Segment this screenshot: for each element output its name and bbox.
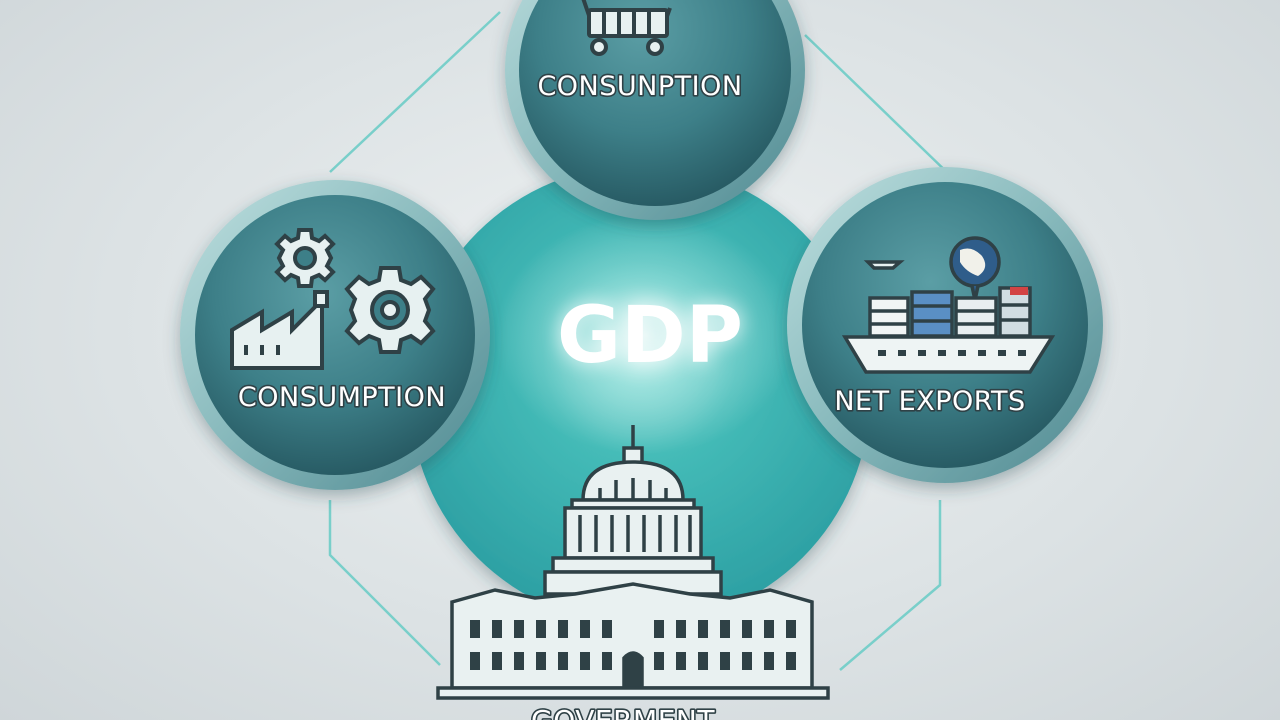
connector-left-bottom [328, 500, 441, 666]
connector-lines [328, 11, 956, 671]
gdp-center-circle: GDP [410, 165, 870, 625]
connector-top-left [329, 11, 501, 173]
capitol-building-icon [436, 425, 830, 700]
cargo-ship-icon [841, 236, 1056, 374]
factory-gears-icon [230, 228, 436, 370]
factory-icon [230, 295, 324, 370]
small-gear-icon [274, 228, 336, 288]
shopping-cart-icon [570, 0, 672, 56]
ship-hull [841, 335, 1056, 374]
globe-icon [949, 236, 1001, 301]
gdp-label: GDP [557, 291, 743, 381]
capitol-door [622, 651, 644, 690]
node-top-label: CONSUNPTION [537, 71, 742, 102]
node-bottom-label: GOVERMENT [531, 704, 715, 720]
node-left-consumption: CONSUMPTION [180, 180, 490, 490]
connector-top-right [804, 34, 956, 181]
containers [868, 286, 1032, 338]
connector-right-bottom [839, 500, 942, 671]
node-top-consumption: CONSUNPTION [505, 0, 805, 220]
large-gear-icon [344, 266, 436, 354]
node-right-net-exports: NET EXPORTS [787, 167, 1103, 483]
building-windows [470, 620, 796, 670]
drum-columns [578, 515, 692, 552]
node-right-label: NET EXPORTS [834, 386, 1025, 417]
small-boat-icon [863, 260, 905, 270]
node-left-label: CONSUMPTION [238, 382, 446, 413]
